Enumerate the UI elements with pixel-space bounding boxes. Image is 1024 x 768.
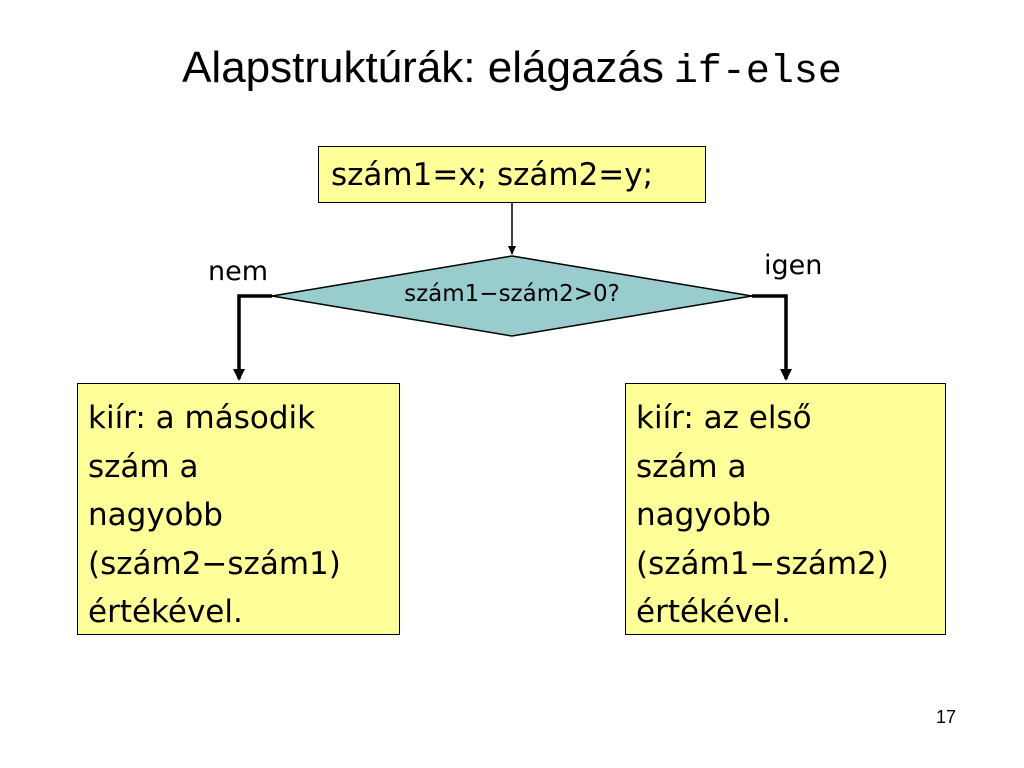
branch-label-no: nem (208, 256, 269, 287)
condition-text: szám1−szám2>0? (404, 281, 620, 307)
arrow-no-branch (233, 294, 272, 381)
title-code: if-else (673, 50, 842, 95)
title-text: Alapstruktúrák: elágazás (182, 43, 664, 92)
page-number: 17 (936, 707, 957, 727)
start-box: szám1=x; szám2=y; (318, 146, 706, 203)
output-box-no: kiír: a második szám a nagyobb (szám2−sz… (77, 383, 400, 635)
decision-diamond (271, 255, 753, 337)
output-box-yes: kiír: az első szám a nagyobb (szám1−szám… (625, 383, 946, 635)
branch-label-yes: igen (764, 250, 823, 281)
arrow-yes-branch (752, 294, 792, 381)
